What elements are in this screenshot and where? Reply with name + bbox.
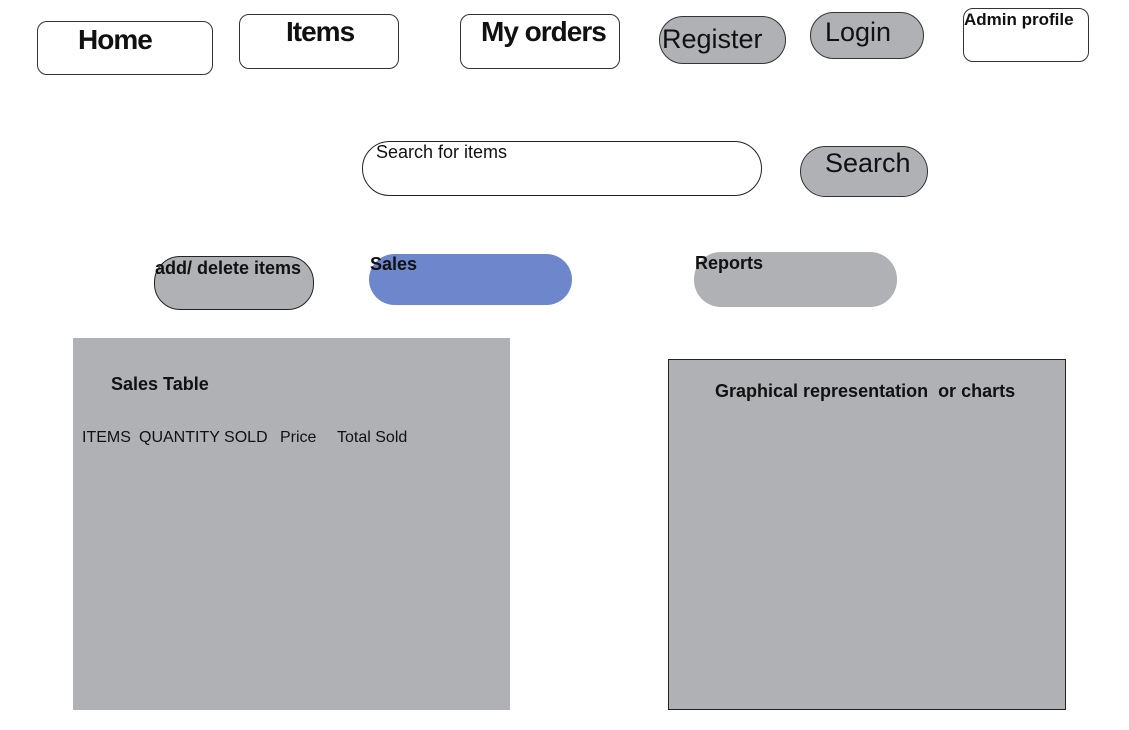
register-label: Register [662,24,763,54]
column-header-price: Price [280,429,317,446]
column-header-total-sold: Total Sold [337,429,408,446]
tab-reports-label: Reports [695,253,764,273]
nav-my-orders-label: My orders [481,16,607,47]
register-button[interactable]: Register [659,16,786,64]
admin-profile-label: Admin profile [964,10,1074,29]
tab-sales[interactable]: Sales [369,254,572,305]
tab-reports[interactable]: Reports [694,252,897,307]
column-header-items: ITEMS [82,429,131,446]
nav-home-button[interactable]: Home [37,21,213,75]
nav-home-label: Home [78,24,153,55]
search-button-label: Search [825,148,911,178]
chart-panel-title: Graphical representation or charts [715,381,1016,401]
tab-sales-label: Sales [370,254,418,274]
tab-add-delete-items[interactable]: add/ delete items [154,256,314,310]
column-header-quantity-sold: QUANTITY SOLD [139,429,268,446]
login-button[interactable]: Login [810,12,924,59]
sales-table-panel: Sales Table ITEMS QUANTITY SOLD Price To… [73,338,510,710]
nav-items-button[interactable]: Items [239,14,399,69]
chart-panel: Graphical representation or charts [668,359,1066,710]
nav-items-label: Items [286,16,355,47]
search-button[interactable]: Search [800,146,928,197]
search-placeholder: Search for items [376,142,508,162]
admin-profile-button[interactable]: Admin profile [963,8,1089,62]
tab-add-delete-items-label: add/ delete items [155,258,302,278]
sales-table-title: Sales Table [111,374,209,394]
search-input[interactable]: Search for items [362,141,762,196]
nav-my-orders-button[interactable]: My orders [460,14,620,69]
login-label: Login [825,17,892,47]
